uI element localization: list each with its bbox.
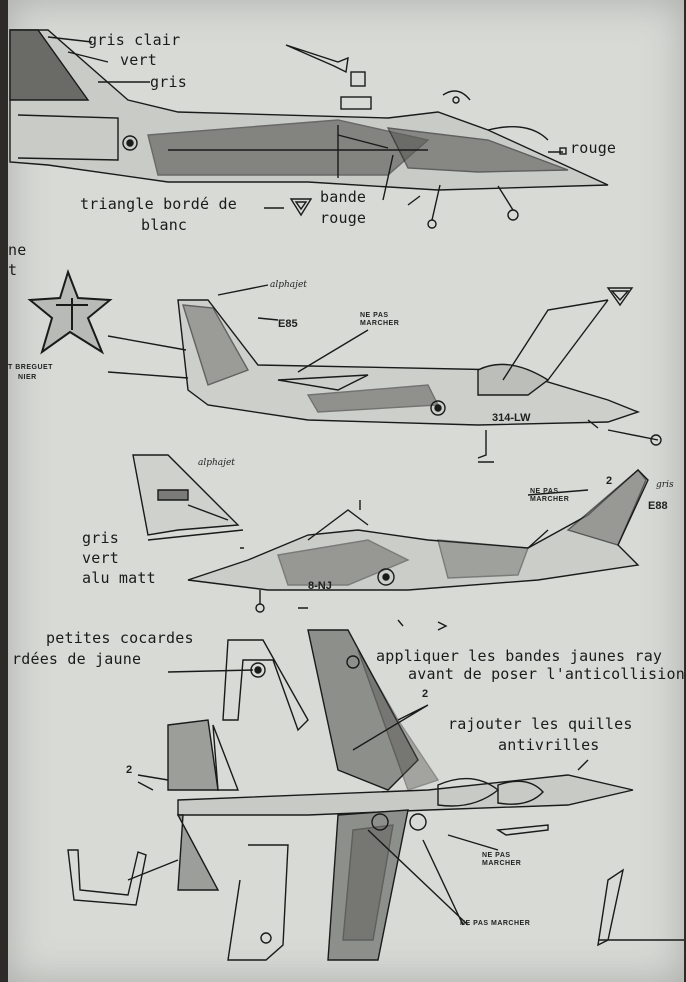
label-ne: ne <box>8 241 27 259</box>
label-vert: vert <box>120 51 157 69</box>
label-ne-pas-marcher-4: NE PAS MARCHER <box>460 920 531 927</box>
label-alphajet-2: alphajet <box>198 458 235 468</box>
label-rouge: rouge <box>570 139 617 157</box>
label-bande: bande <box>320 188 367 206</box>
label-num-2-b: 2 <box>422 688 429 700</box>
aircraft-4-top-view <box>67 629 684 961</box>
label-ne-pas-marcher-1: NE PAS MARCHER <box>360 312 400 327</box>
label-blanc: blanc <box>141 216 188 234</box>
label-t: t <box>8 261 18 279</box>
label-alu-matt: alu matt <box>82 569 156 587</box>
label-appliquer: appliquer les bandes jaunes ray <box>376 647 663 665</box>
label-alphajet-1: alphajet <box>270 280 307 290</box>
label-ne-pas-marcher-2: NE PAS MARCHER <box>530 488 570 503</box>
label-rouge-2: rouge <box>320 209 367 227</box>
label-gris-right: gris <box>656 480 674 490</box>
label-bordees-de-jaune: rdées de jaune <box>12 650 142 668</box>
decal-instruction-sheet: gris clair vert gris rouge triangle bord… <box>8 0 684 982</box>
label-triangle-borde-de: triangle bordé de <box>80 195 237 213</box>
label-num-2-c: 2 <box>126 764 133 776</box>
tail-detail-left <box>132 454 244 541</box>
label-ne-pas-marcher-3: NE PAS MARCHER <box>482 852 522 867</box>
label-e88: E88 <box>648 500 668 512</box>
label-num-2-a: 2 <box>606 475 613 487</box>
star-insignia <box>27 268 113 355</box>
label-gris-2: gris <box>82 529 119 547</box>
aircraft-1-side-view <box>9 29 609 191</box>
label-registration-2: 8-NJ <box>308 580 332 592</box>
label-antivrilles: antivrilles <box>498 736 600 754</box>
label-gris-clair: gris clair <box>88 31 181 49</box>
label-e85: E85 <box>278 318 298 330</box>
label-avant-de-poser: avant de poser l'anticollision <box>408 665 684 683</box>
label-petites-cocardes: petites cocardes <box>46 629 194 647</box>
aircraft-line-drawings <box>9 29 684 961</box>
aircraft-3-side-view <box>187 468 649 631</box>
label-registration-1: 314-LW <box>492 412 531 424</box>
label-vert-2: vert <box>82 549 119 567</box>
label-breguet: T BREGUET <box>8 364 53 371</box>
label-rajouter: rajouter les quilles <box>448 715 633 733</box>
label-gris: gris <box>150 73 187 91</box>
label-nier: NIER <box>18 374 37 381</box>
aircraft-2-side-view <box>107 284 662 463</box>
